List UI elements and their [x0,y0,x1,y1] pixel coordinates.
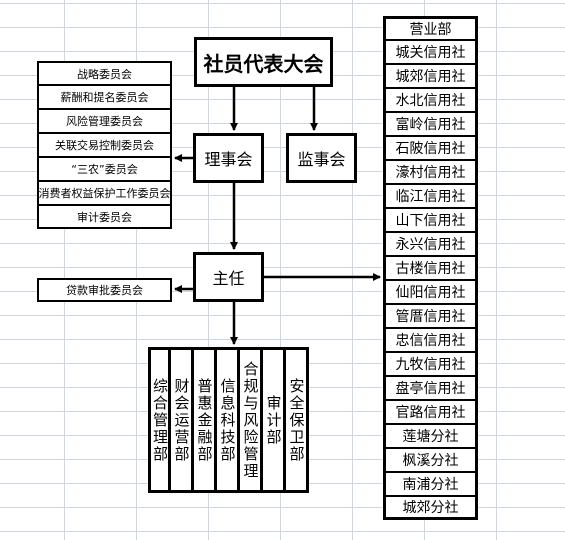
department-item: 财会运营部 [171,347,194,493]
branch-item: 管厝信用社 [383,304,478,328]
branch-item: 忠信信用社 [383,328,478,352]
committee-item: 风险管理委员会 [37,109,172,133]
branch-item: 枫溪分社 [383,448,478,472]
loan-approval-committee-box: 贷款审批委员会 [37,278,172,302]
board-of-directors-box: 理事会 [193,133,264,183]
committee-item: 消费者权益保护工作委员会 [37,181,172,205]
department-item: 信息科技部 [217,347,240,493]
committee-item: “三农”委员会 [37,157,172,181]
committee-item: 审计委员会 [37,205,172,229]
department-item: 审计部 [263,347,286,493]
branch-item: 官路信用社 [383,400,478,424]
branch-item: 临江信用社 [383,184,478,208]
branch-item: 城郊分社 [383,496,478,520]
committee-item: 战略委员会 [37,61,172,85]
branch-item: 水北信用社 [383,88,478,112]
members-congress-box: 社员代表大会 [194,37,333,87]
branch-item: 山下信用社 [383,208,478,232]
department-item: 普惠金融部 [194,347,217,493]
committee-item: 关联交易控制委员会 [37,133,172,157]
board-of-supervisors-box: 监事会 [286,133,357,183]
department-item: 综合管理部 [148,347,171,493]
branch-item: 营业部 [383,16,478,40]
committee-list: 战略委员会 薪酬和提名委员会 风险管理委员会 关联交易控制委员会 “三农”委员会… [37,61,172,229]
branch-item: 城郊信用社 [383,64,478,88]
department-item: 合规与风险管理 [240,347,263,493]
branch-item: 莲塘分社 [383,424,478,448]
branch-item: 仙阳信用社 [383,280,478,304]
branch-item: 南浦分社 [383,472,478,496]
department-row: 综合管理部 财会运营部 普惠金融部 信息科技部 合规与风险管理 审计部 安全保卫… [148,347,309,493]
committee-item: 薪酬和提名委员会 [37,85,172,109]
branch-item: 富岭信用社 [383,112,478,136]
director-box: 主任 [193,252,264,302]
branch-item: 盘亭信用社 [383,376,478,400]
branch-item: 城关信用社 [383,40,478,64]
department-item: 安全保卫部 [286,347,309,493]
branch-item: 濠村信用社 [383,160,478,184]
branch-list: 营业部 城关信用社 城郊信用社 水北信用社 富岭信用社 石陂信用社 濠村信用社 … [383,16,478,520]
branch-item: 石陂信用社 [383,136,478,160]
branch-item: 九牧信用社 [383,352,478,376]
branch-item: 永兴信用社 [383,232,478,256]
branch-item: 古楼信用社 [383,256,478,280]
